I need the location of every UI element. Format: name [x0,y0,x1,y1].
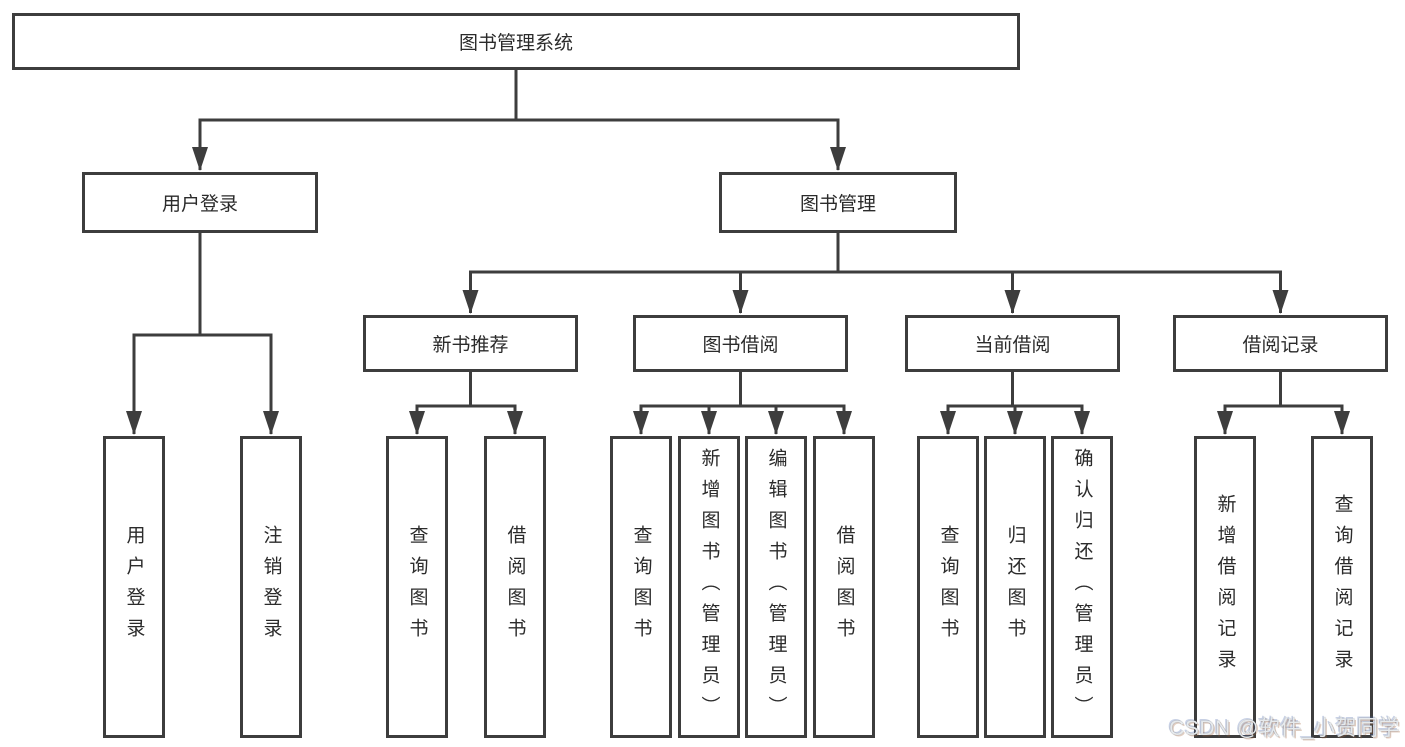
node-label: 归还图书 [1004,525,1026,649]
node-label: 查询借阅记录 [1331,494,1353,680]
node-label: 当前借阅 [974,335,1051,356]
node-label: 注销登录 [260,525,282,649]
node-query-books-2: 查询图书 [610,436,672,738]
node-user-login-leaf: 用户登录 [103,436,165,738]
node-query-books-3: 查询图书 [917,436,979,738]
node-add-books: 新增图书（管理员） [678,436,740,738]
node-label: 查询图书 [630,525,652,649]
node-current-borrow: 当前借阅 [905,315,1120,372]
node-label: 新书推荐 [432,335,509,356]
node-label: 确认归还（管理员） [1071,447,1093,727]
node-new-book-rec: 新书推荐 [363,315,578,372]
node-label: 查询图书 [406,525,428,649]
node-label: 借阅记录 [1242,335,1319,356]
node-borrow-books-1: 借阅图书 [484,436,546,738]
node-book-mgmt: 图书管理 [719,172,957,233]
node-label: 图书借阅 [702,335,779,356]
node-borrow-records: 借阅记录 [1173,315,1388,372]
node-label: 用户登录 [123,525,145,649]
node-label: 用户登录 [161,194,238,215]
node-label: 借阅图书 [504,525,526,649]
node-user-login: 用户登录 [82,172,318,233]
node-borrow-books-2: 借阅图书 [813,436,875,738]
node-label: 图书管理 [799,194,876,215]
node-label: 图书管理系统 [458,33,573,54]
node-return-books: 归还图书 [984,436,1046,738]
watermark: CSDN @软件_小贺同学 [1169,717,1400,740]
node-label: 借阅图书 [833,525,855,649]
node-edit-books: 编辑图书（管理员） [745,436,807,738]
node-add-borrow-record: 新增借阅记录 [1194,436,1256,738]
node-confirm-return: 确认归还（管理员） [1051,436,1113,738]
node-query-books-1: 查询图书 [386,436,448,738]
node-label: 编辑图书（管理员） [765,447,787,727]
node-query-borrow-record: 查询借阅记录 [1311,436,1373,738]
node-root: 图书管理系统 [12,13,1020,70]
node-book-borrow: 图书借阅 [633,315,848,372]
node-label: 新增借阅记录 [1214,494,1236,680]
node-label: 查询图书 [937,525,959,649]
node-logout: 注销登录 [240,436,302,738]
node-label: 新增图书（管理员） [698,447,720,727]
